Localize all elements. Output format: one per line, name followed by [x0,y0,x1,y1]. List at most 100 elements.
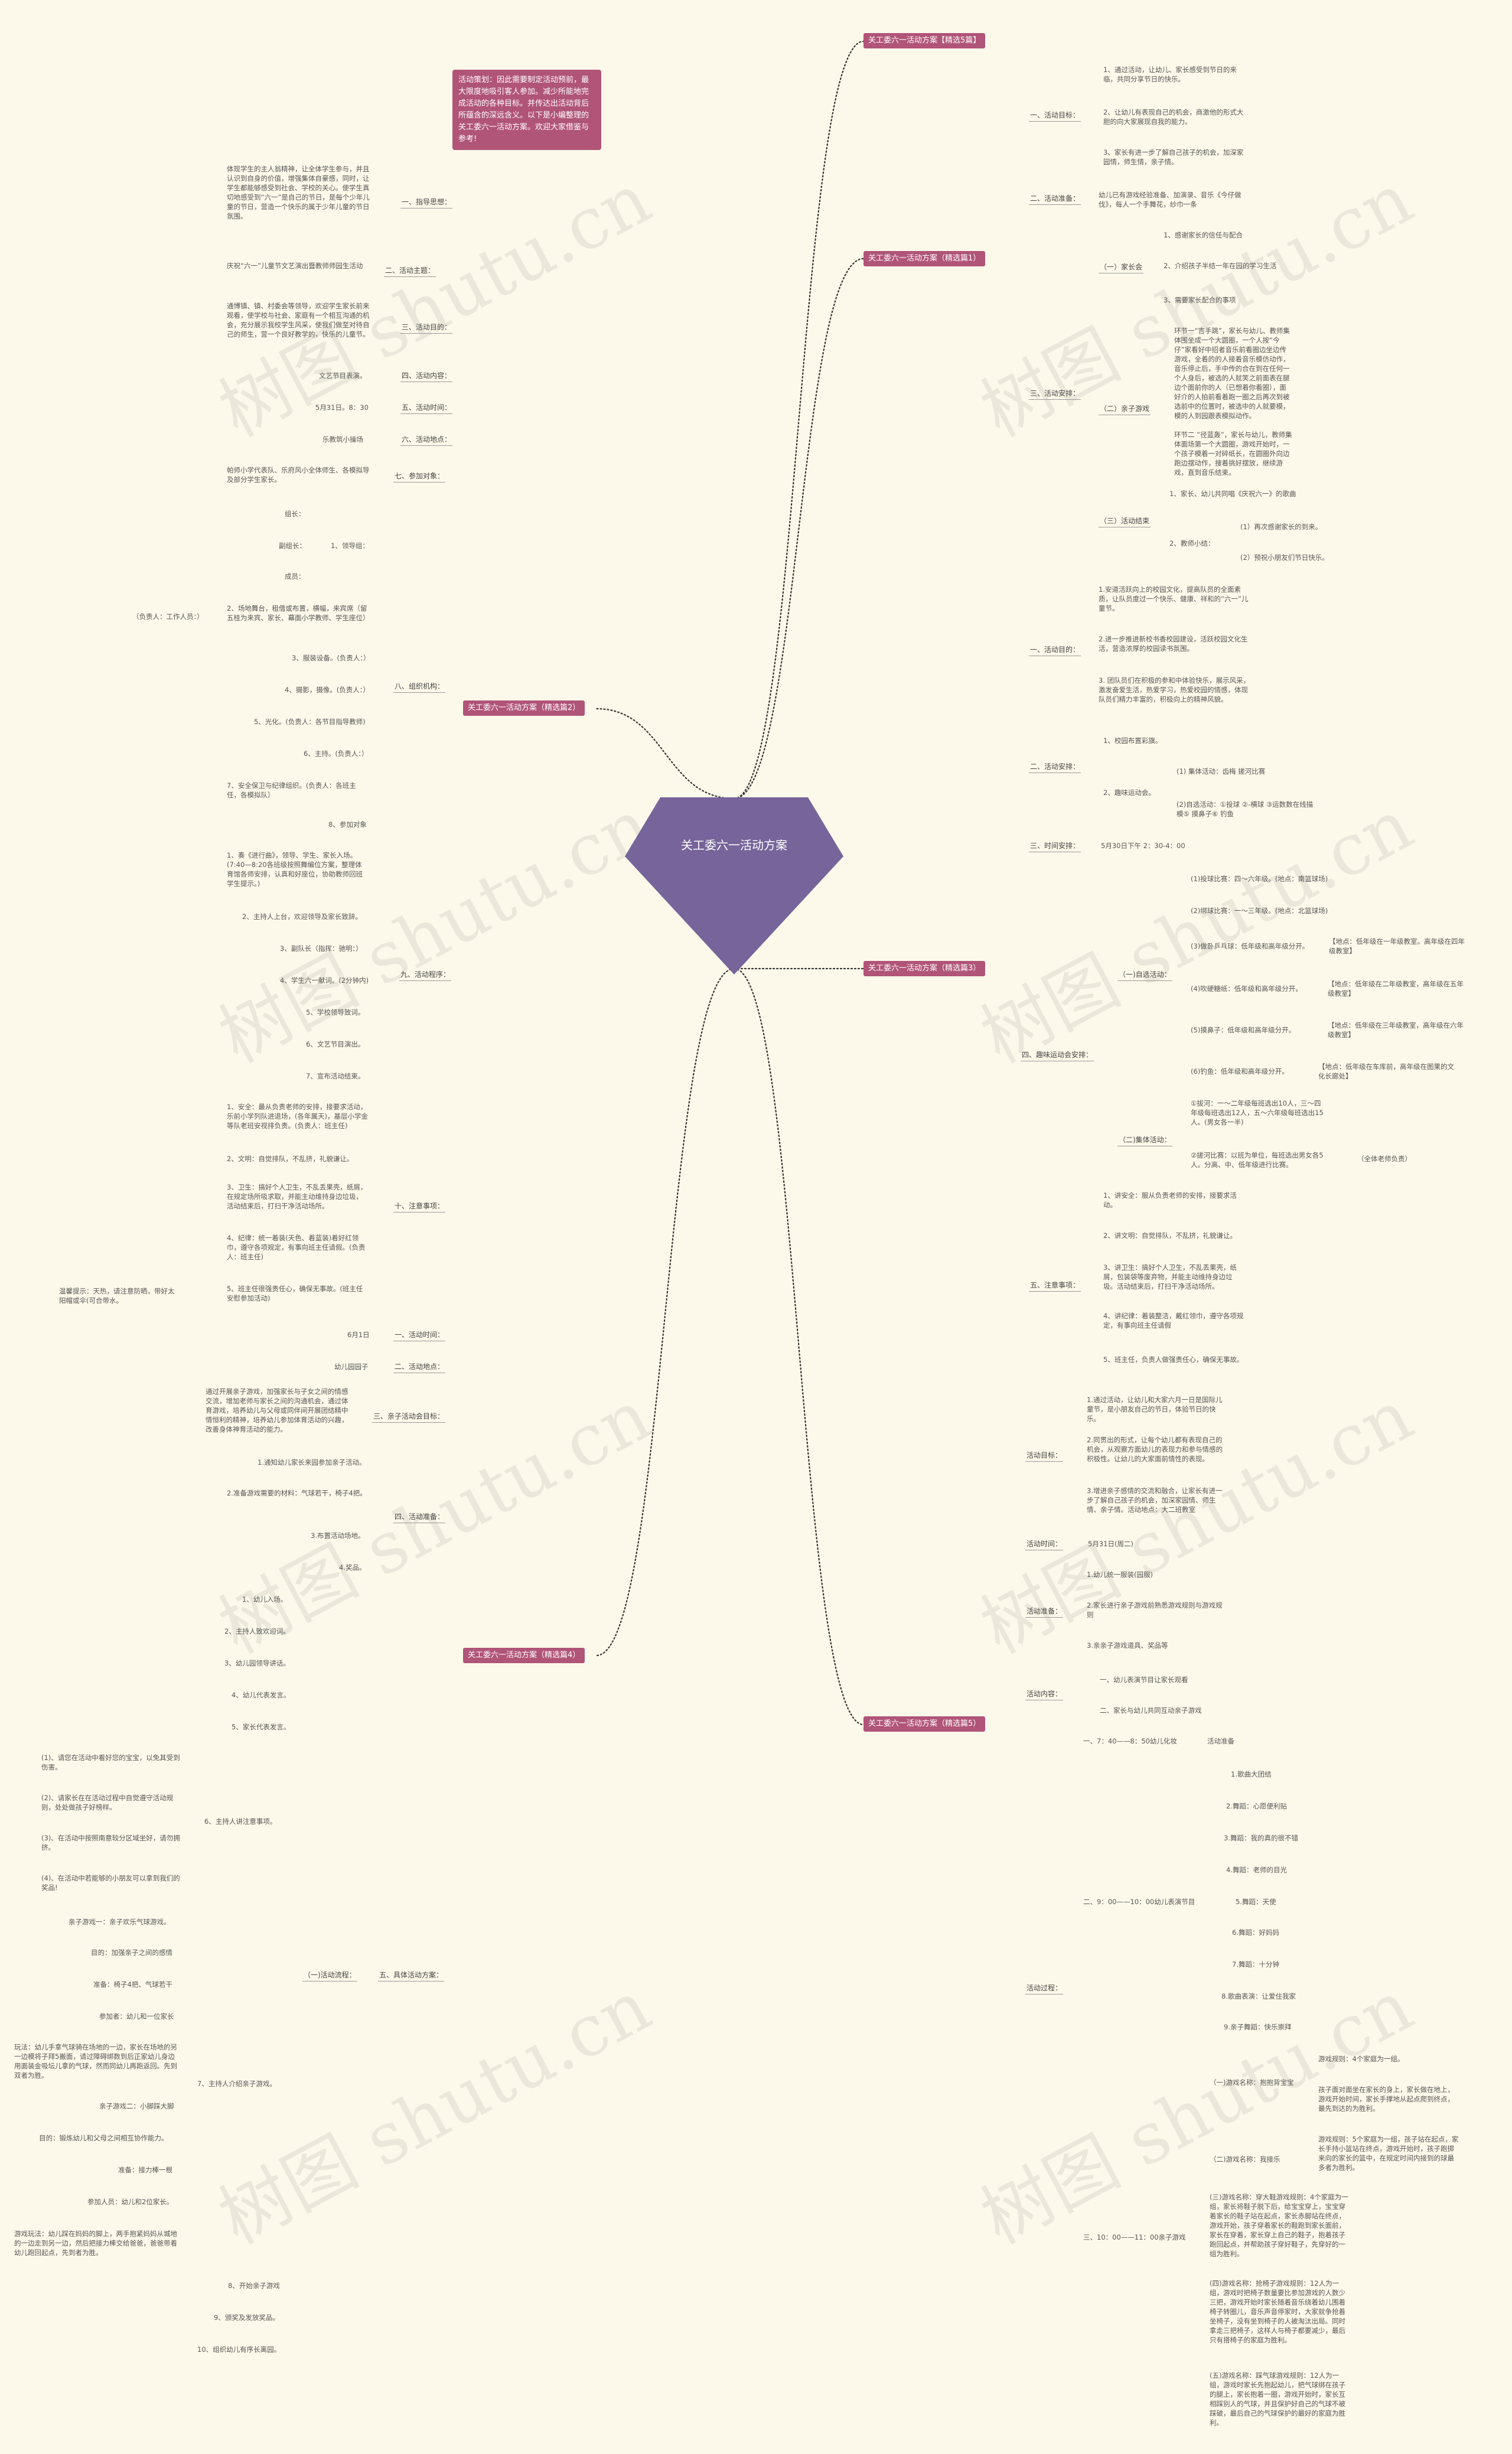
detail-node: 通过开展亲子游戏，加强家长与子女之间的情感交流，增加老师与家长之间的沟通机会，通… [206,1387,348,1433]
detail-node: 2.准备游戏需要的材料：气球若干，椅子4把。 [227,1489,367,1497]
detail-node: 幼儿园园子 [334,1363,369,1371]
topic-node: 活动内容： [1025,1689,1064,1700]
detail-node: 【地点：低年级在一年级教室。高年级在四年级教室】 [1329,937,1465,955]
detail-node: 2、趣味运动会。 [1103,788,1155,797]
detail-node: 5月31日。8：30 [315,403,369,412]
detail-node: 9、颁奖及发放奖品。 [214,2313,279,2322]
detail-node: 一、7：40——8：50幼儿化妆 [1083,1737,1177,1745]
branch-plan-5[interactable]: 关工委六一活动方案（精选篇5） [863,1716,986,1732]
detail-node: 【地点：低年级在车库前，高年级在图果的文化长廊处】 [1318,1063,1454,1080]
detail-node: 5、家长代表发言。 [232,1723,291,1731]
topic-node: 六、活动地点： [400,435,453,446]
topic-node: 五、具体活动方案： [378,1970,445,1982]
detail-node: 亲子游戏一：亲子欢乐气球游戏。 [69,1918,171,1926]
detail-node: 7、主持人介绍亲子游戏。 [197,2080,276,2088]
detail-node: 文艺节目表演。 [319,371,367,380]
detail-node: 游戏规则：4个家庭为一组。 [1318,2055,1405,2063]
detail-node: 4、幼儿代表发言。 [232,1691,291,1699]
detail-node: (2)绑球比赛：一～三年级。(地点：北篮球场) [1191,907,1328,915]
detail-node: 2、让幼儿有表现自己的机会，商激他的形式大胆的向大家展现自我的能力。 [1103,108,1244,126]
detail-node: (1)投球比赛：四～六年级。(地点：南篮球场) [1191,875,1328,883]
detail-node: 6、主持。(负责人：） [304,749,369,758]
detail-node: 1、校园布置彩旗。 [1103,736,1162,745]
detail-node: （全体老师负责） [1357,1155,1412,1163]
detail-node: 2、场地舞台，租借或布置，横幅，来宾席（留五桂为来宾、家长、幕面小学教师、学生座… [227,604,370,622]
detail-node: 9.亲子舞蹈：快乐崇拜 [1224,2023,1292,2031]
detail-node: 7、宣布活动结束。 [306,1072,365,1080]
detail-node: 4、摄影，摄像。(负责人：） [285,686,370,694]
detail-node: 6.舞蹈：好妈妈 [1232,1928,1279,1937]
topic-node: 一、活动目的： [1029,645,1081,656]
topic-node: 五、活动时间： [400,403,453,414]
detail-node: (4)吹硬糖纸：低年级和高年级分开。 [1191,985,1302,993]
detail-node: 8.歌曲表演：让爱住我家 [1221,1992,1296,2000]
detail-node: 2、主持人致欢迎词。 [224,1627,290,1635]
detail-node: 1、奏《进行曲》，领导、学生、家长入场。(7:40—8:20各班级按照舞编位方案… [227,851,363,888]
detail-node: 1.通过活动，让幼儿和大家六月一日是国际儿童节，是小朋友自己的节日，体验节日的快… [1087,1396,1223,1423]
detail-node: 目的：加强亲子之间的感情 [91,1948,172,1957]
detail-node: 4、学生六一献词。(2分钟内) [280,976,369,985]
detail-node: 环节一“吉手跳”，家长与幼儿、教师集体围坐成一个大圆圈，一个人按“今仔”家看好中… [1174,327,1290,420]
branch-plan-3[interactable]: 关工委六一活动方案（精选篇3） [863,961,986,976]
topic-node: 活动准备： [1025,1606,1064,1618]
topic-node: 三、时间安排： [1029,841,1081,852]
detail-node: 5、班主任，负责人做强责任心，确保无事故。 [1103,1355,1244,1364]
topic-node: 二、活动地点： [393,1362,446,1373]
detail-node: 成员： [285,572,305,581]
detail-node: (5)摸鼻子：低年级和高年级分开。 [1191,1026,1296,1034]
root-node-shape[interactable] [625,797,843,975]
detail-node: 参加者：幼儿和一位家长 [99,2012,174,2020]
detail-node: 1、通过活动，让幼儿、家长感受到节日的来临，共同分享节日的快乐。 [1103,66,1237,83]
detail-node: 2.进一步推进新校书香校园建设，活跃校园文化生活，营造浓厚的校园读书氛围。 [1099,635,1248,653]
detail-node: 3.舞蹈：我的真的很不错 [1224,1834,1298,1842]
topic-node: 三、活动目的： [400,322,453,334]
detail-node: ②搓河比赛：以班为单位，每班选出男女各5人。分高、中、低年级进行比赛。 [1191,1151,1324,1169]
detail-node: 1、安全：最从负责老师的安排，接要求活动，乐前小学列队进退场，(各年属天)，基层… [227,1103,368,1130]
detail-node: 5、学校领导致词。 [306,1008,365,1016]
detail-node: 孩子面对面坐在家长的身上，家长做在地上，游戏开始时间，家长手撑地从起点爬到终点，… [1318,2085,1454,2113]
topic-node: （一)自选活动： [1117,970,1172,981]
topic-node: 九、活动程序： [399,970,452,981]
topic-node: （一）家长会 [1099,262,1144,273]
branch-plan-1[interactable]: 关工委六一活动方案（精选篇1） [863,251,986,266]
detail-node: 3.增进亲子感情的交流和融合，让家长有进一步了解自己孩子的机会，加深家园情、师生… [1087,1487,1223,1514]
detail-node: 3、服装设备。(负责人：） [292,654,370,662]
detail-node: 1、幼儿入场。 [242,1595,288,1604]
detail-node: 庆祝“六一”儿童节文艺演出暨教师师园生活动 [227,262,363,270]
detail-node: 【地点：低年级在二年级教室，高年级在五年级教室】 [1328,980,1464,998]
root-node-label: 关工委六一活动方案 [681,838,787,852]
topic-node: （二）亲子游戏 [1099,404,1151,415]
detail-node: 1、领导组： [331,542,369,550]
detail-node: 帕师小学代表队、乐府风小全体师生、各模拟导及部分学生家长。 [227,466,370,484]
detail-node: 副组长： [279,542,306,550]
topic-node: 十、注意事项： [393,1201,446,1213]
detail-node: (2）预祝小朋友们节日快乐。 [1240,553,1329,562]
detail-node: 乐教筑小操场 [322,435,363,444]
detail-node: (3)、在活动中按照南意较分区域坐好，请勿拥挤。 [41,1834,180,1852]
detail-node: 温馨提示：天热，请注意防晒，带好太阳帽或伞(可合带水。 [59,1287,175,1305]
branch-plan-4[interactable]: 关工委六一活动方案（精选篇4） [463,1648,585,1663]
detail-node: 一、幼儿表演节目让家长观看 [1100,1676,1188,1684]
topic-node: 一、活动目标： [1029,110,1081,122]
detail-node: 5、光化。(负责人：各节目指导教师) [254,718,366,726]
detail-node: 通博镇、镇、村委会等领导，欢迎学生家长前来观看，使学校与社会、家庭有一个相互沟通… [227,302,370,338]
topic-node: 三、活动安排： [1029,389,1081,400]
detail-node: 2、教师小结： [1169,539,1215,547]
topic-node: 一、指导思想： [400,197,453,208]
detail-node: 三、10：00——11：00亲子游戏 [1083,2233,1186,2241]
detail-node: (3)做卧乒乓球：低年级和高年级分开。 [1191,942,1309,950]
detail-node: 1、家长、幼儿共同唱《庆祝六一》的歌曲 [1169,490,1296,498]
branch-plan-2[interactable]: 关工委六一活动方案（精选篇2） [463,700,585,716]
detail-node: 准备：接力棒一根 [118,2166,172,2174]
intro-note: 活动策划：因此需要制定活动预前，最大限度地吸引客人参加。减少所能地完成活动的各种… [452,70,601,150]
topic-node: 四、趣味运动会安排： [1021,1050,1094,1061]
detail-node: 5.舞蹈：天使 [1236,1898,1276,1906]
detail-node: 幼儿已有游戏经验准备、加演录、音乐《今仔做伐》，每人一个手舞花，纱巾一条 [1099,191,1241,208]
detail-node: （负责人：工作人员：） [132,612,204,621]
branch-overview[interactable]: 关工委六一活动方案【精选5篇】 [863,33,986,48]
detail-node: 游戏玩法：幼儿踩在妈妈的脚上，两手抱紧妈妈从城地的一边走到另一边，然后把接力棒交… [14,2230,177,2257]
detail-node: 3、需要家长配合的事项 [1164,296,1236,304]
detail-node: 3、幼儿园领导讲话。 [224,1659,290,1667]
detail-node: 3.布置活动场地。 [311,1531,365,1540]
